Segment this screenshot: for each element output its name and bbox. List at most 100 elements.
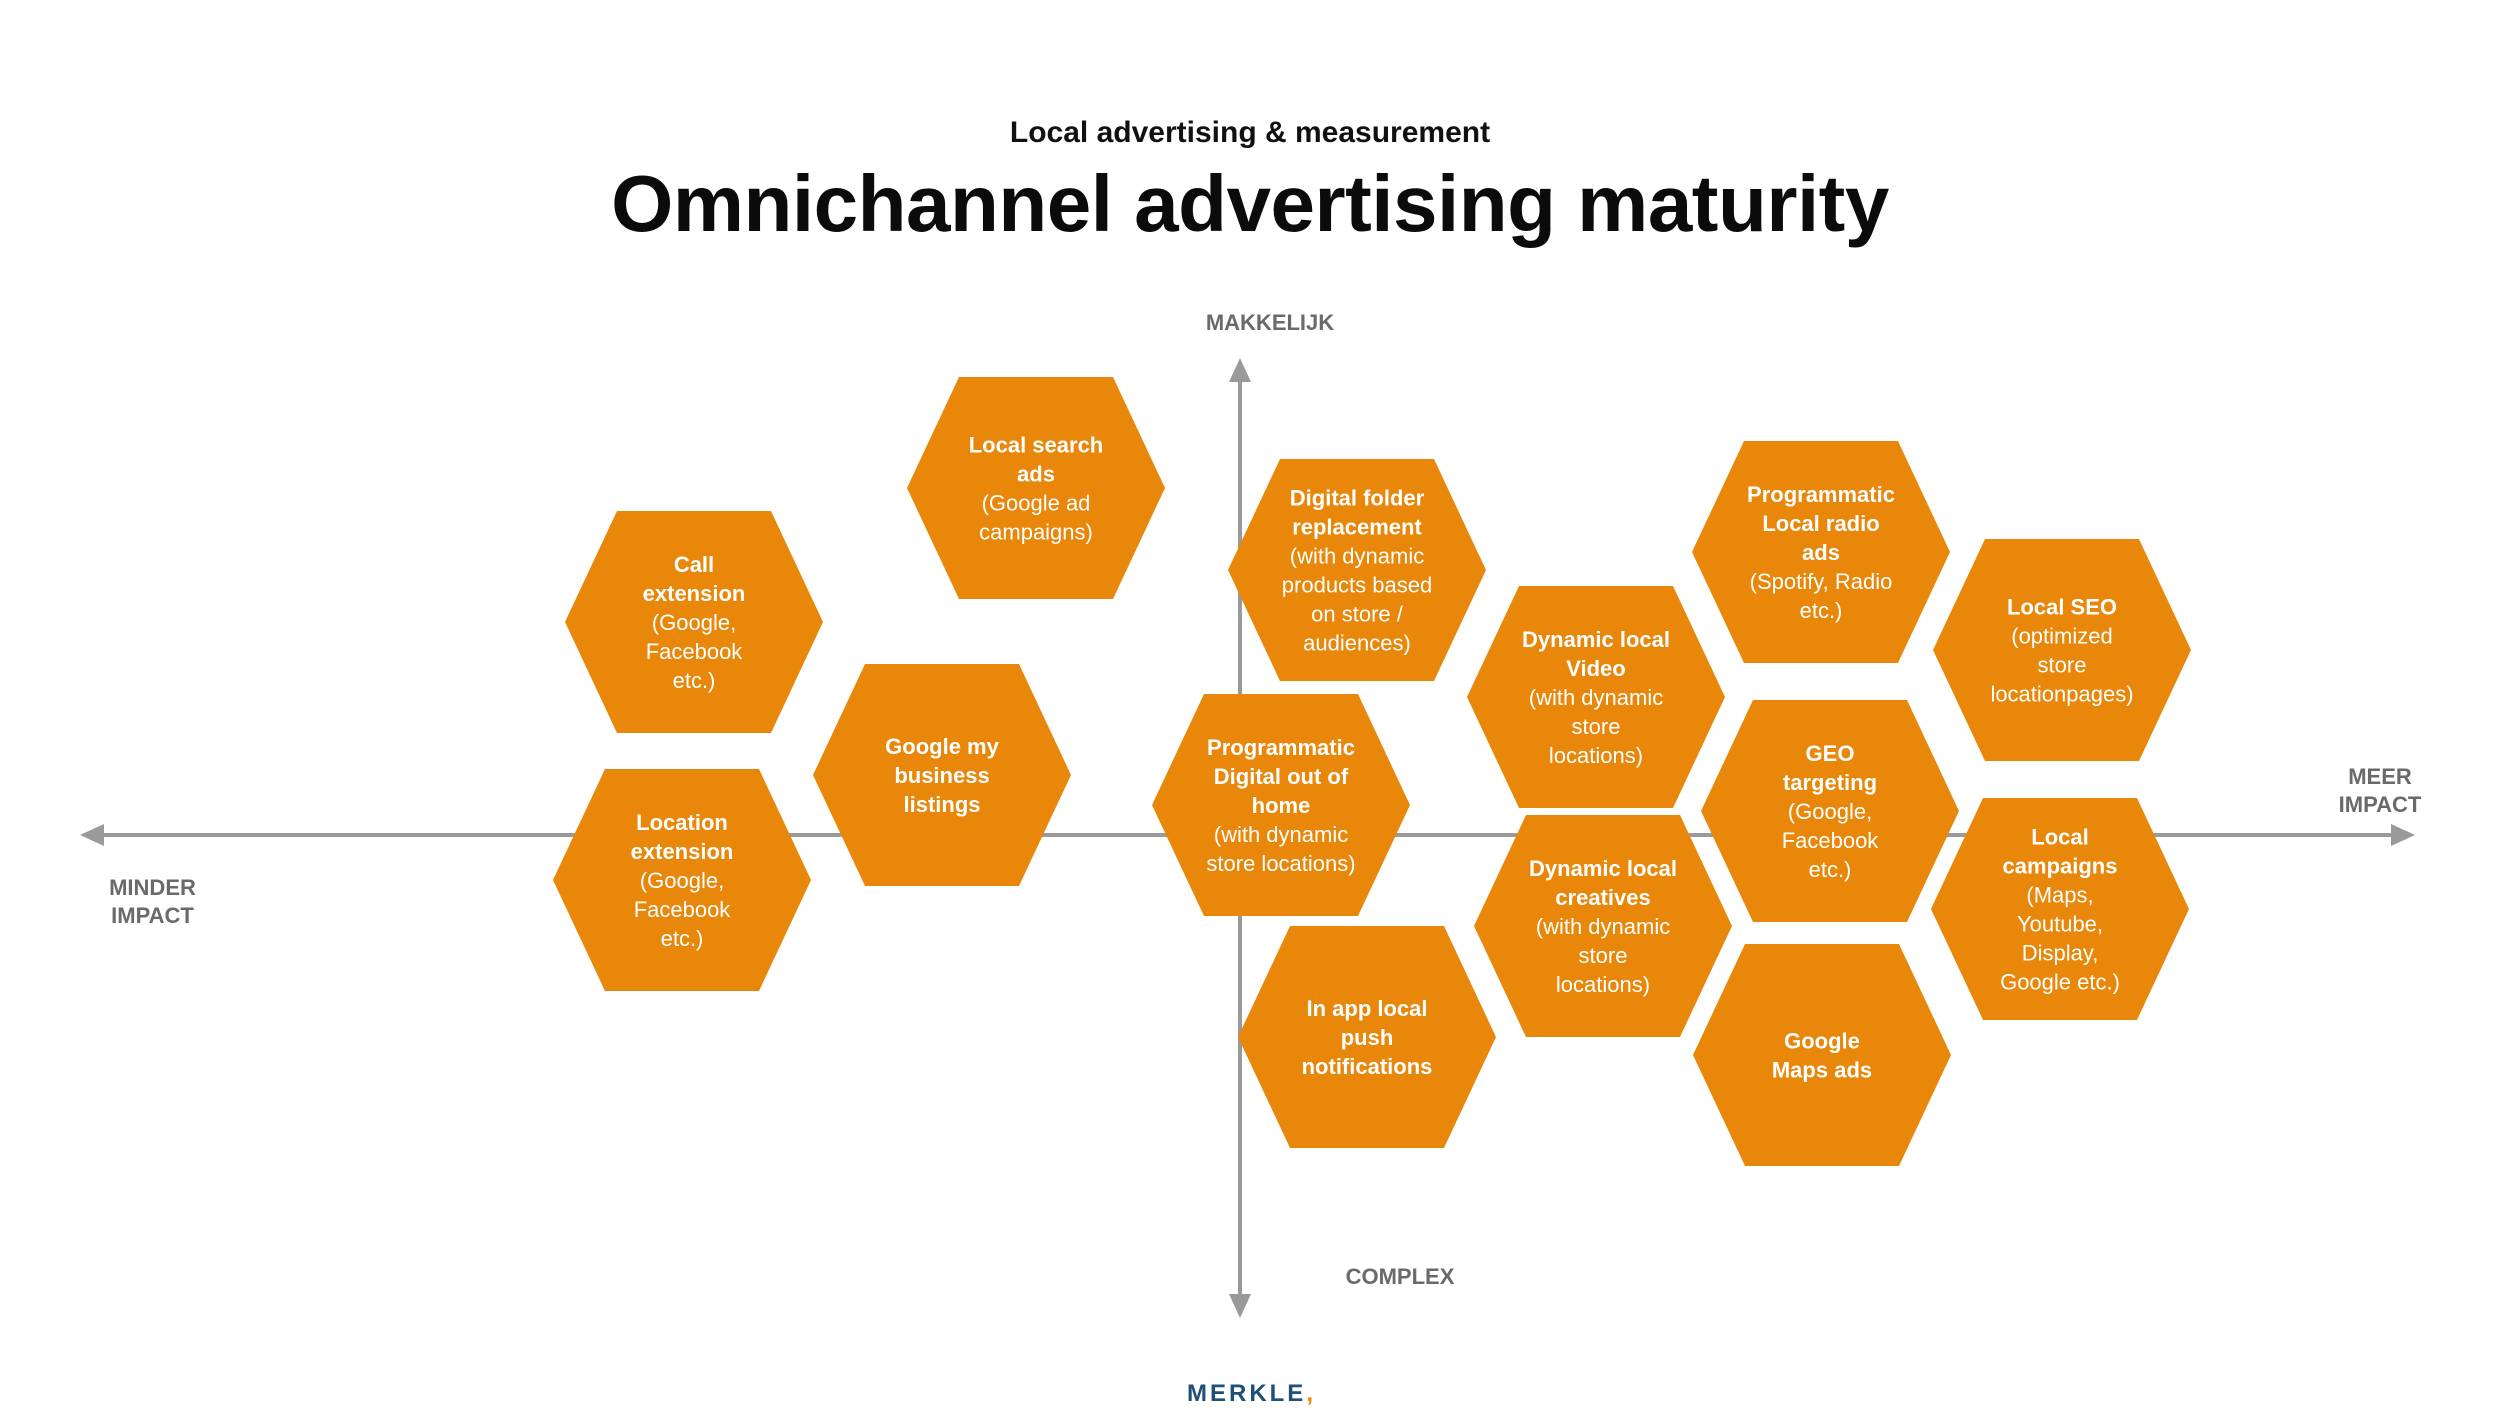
hexagon-detail-line: (with dynamic [1536, 914, 1670, 939]
hexagon-local-campaigns: Localcampaigns(Maps,Youtube,Display,Goog… [1931, 798, 2189, 1020]
hexagon-title-line: home [1252, 793, 1311, 818]
hexagon-detail-line: (optimized [2011, 624, 2112, 649]
hexagon-detail-line: Facebook [634, 897, 732, 922]
hexagon-title-line: Location [636, 810, 728, 835]
hexagon-title-line: Google [1784, 1029, 1860, 1054]
hexagon-detail-line: etc.) [661, 926, 704, 951]
hexagon-shape [553, 769, 811, 991]
hexagon-title-line: Video [1566, 656, 1626, 681]
axis-label-right: MEER IMPACT [2300, 763, 2460, 819]
hexagon-detail-line: Facebook [1782, 828, 1880, 853]
hexagon-title-line: Programmatic [1207, 735, 1355, 760]
hexagon-title-line: Dynamic local [1522, 627, 1670, 652]
hexagon-title-line: notifications [1302, 1054, 1433, 1079]
hexagon-detail-line: locations) [1556, 972, 1650, 997]
axis-label-left-line2: IMPACT [111, 903, 194, 928]
hexagon-detail-line: on store / [1311, 602, 1404, 627]
hexagon-location-extension: Location extension (Google, Facebook etc.) [553, 769, 811, 991]
hexagon-title-line: Digital out of [1214, 764, 1349, 789]
right-arrow-icon [2391, 824, 2415, 846]
hexagon-detail-line: Display, [2022, 941, 2099, 966]
hexagon-title-line: Local search [969, 433, 1104, 458]
hexagon-google-my-business: Google my business listings [813, 664, 1071, 886]
hexagon-title-line: Local [2031, 825, 2088, 850]
hexagon-shape [1238, 926, 1496, 1148]
hexagon-shape [1692, 441, 1950, 663]
axis-label-right-line1: MEER [2348, 764, 2412, 789]
hexagon-detail-line: etc.) [1809, 857, 1852, 882]
hexagon-layer: Local search ads (Google ad campaigns) Call e… [553, 377, 2191, 1166]
hexagon-title-line: Dynamic local [1529, 856, 1677, 881]
axis-label-left-line1: MINDER [109, 875, 196, 900]
hexagon-title-line: extension [631, 839, 734, 864]
hexagon-title-line: Local radio [1762, 511, 1879, 536]
page-subtitle: Local advertising & measurement [1009, 116, 1491, 149]
hexagon-shape [1152, 694, 1410, 916]
hexagon-title-line: Google my [885, 734, 999, 759]
hexagon-shape [1474, 815, 1732, 1037]
hexagon-detail-line: Google etc.) [2000, 970, 2120, 995]
hexagon-detail-line: etc.) [673, 668, 716, 693]
hexagon-shape [1933, 539, 2191, 761]
hexagon-title-line: ads [1802, 540, 1840, 565]
hexagon-shape [1693, 944, 1951, 1166]
axis-label-left: MINDER IMPACT [60, 874, 245, 930]
hexagon-detail-line: (Spotify, Radio [1750, 569, 1893, 594]
hexagon-title-line: listings [903, 792, 980, 817]
hexagon-detail-line: locations) [1549, 743, 1643, 768]
hexagon-detail-line: (with dynamic [1214, 822, 1348, 847]
hexagon-detail-line: (Google, [640, 868, 724, 893]
hexagon-detail-line: (Google ad [982, 491, 1091, 516]
hexagon-title-line: replacement [1292, 515, 1422, 540]
hexagon-shape [565, 511, 823, 733]
hexagon-detail-line: etc.) [1800, 598, 1843, 623]
hexagon-detail-line: (with dynamic [1529, 685, 1663, 710]
hexagon-shape [1931, 798, 2189, 1020]
merkle-logo: MERKLE, [0, 1380, 2500, 1408]
hexagon-detail-line: products based [1282, 573, 1432, 598]
hexagon-title-line: ads [1017, 462, 1055, 487]
page-title: Omnichannel advertising maturity [611, 159, 1889, 248]
hexagon-detail-line: store [1572, 714, 1621, 739]
hexagon-detail-line: (Google, [652, 610, 736, 635]
hexagon-title-line: push [1341, 1025, 1394, 1050]
hexagon-title-line: Programmatic [1747, 482, 1895, 507]
hexagon-shape [907, 377, 1165, 599]
hexagon-title-line: targeting [1783, 770, 1877, 795]
hexagon-title-line: In app local [1306, 996, 1427, 1021]
axis-label-bottom: COMPLEX [1345, 1264, 1455, 1289]
hexagon-digital-folder: Digital folder replacement (with dynamic pr… [1228, 459, 1486, 681]
hexagon-title-line: creatives [1555, 885, 1650, 910]
hexagon-detail-line: audiences) [1303, 631, 1411, 656]
down-arrow-icon [1229, 1294, 1251, 1318]
hexagon-detail-line: locationpages) [1990, 682, 2133, 707]
hexagon-shape [1467, 586, 1725, 808]
hexagon-in-app-push: In app local push notifications [1238, 926, 1496, 1148]
hexagon-title-line: campaigns [2003, 854, 2118, 879]
hexagon-title-line: business [894, 763, 989, 788]
left-arrow-icon [80, 824, 104, 846]
hexagon-detail-line: (with dynamic [1290, 544, 1424, 569]
hexagon-detail-line: store locations) [1206, 851, 1355, 876]
hexagon-title-line: extension [643, 581, 746, 606]
up-arrow-icon [1229, 358, 1251, 382]
hexagon-detail-line: (Google, [1788, 799, 1872, 824]
hexagon-shape [813, 664, 1071, 886]
hexagon-title-line: Call [674, 552, 714, 577]
hexagon-title-line: Local SEO [2007, 595, 2117, 620]
hexagon-shape [1701, 700, 1959, 922]
hexagon-shape [1228, 459, 1486, 681]
hexagon-local-search-ads: Local search ads (Google ad campaigns) [907, 377, 1165, 599]
hexagon-title-line: Digital folder [1290, 486, 1425, 511]
logo-text: MERKLE [1186, 1380, 1307, 1407]
hexagon-detail-line: campaigns) [979, 520, 1093, 545]
